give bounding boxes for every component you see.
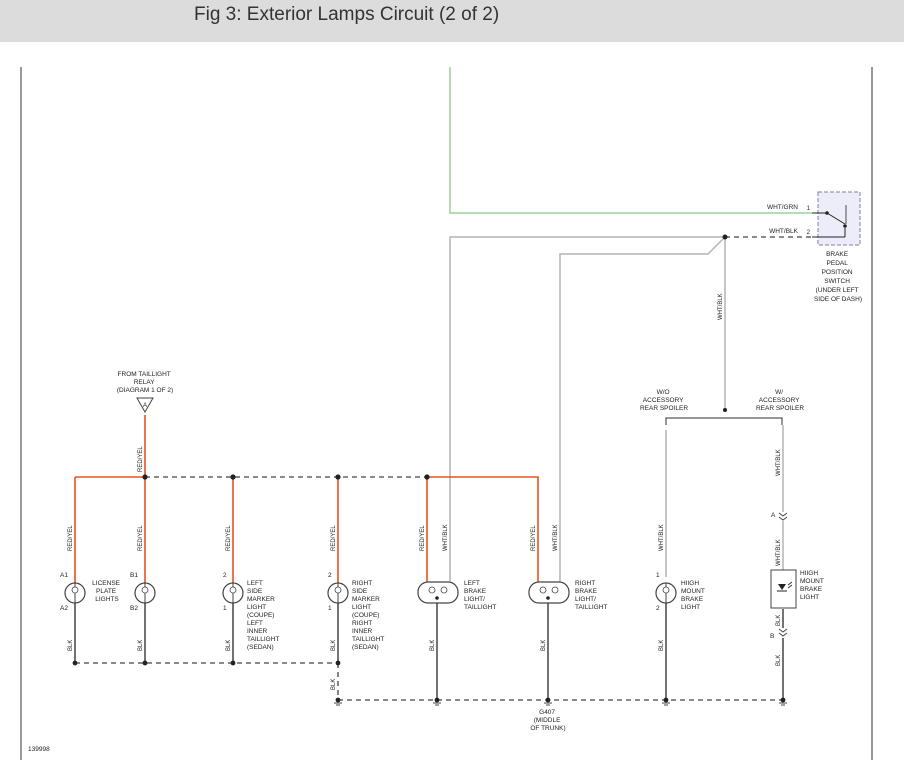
svg-text:BLK: BLK bbox=[430, 640, 436, 651]
wire-red-yel bbox=[74, 415, 539, 590]
right-marker-pin-bottom: 1 bbox=[328, 605, 332, 612]
wire-wht-grn bbox=[449, 67, 812, 214]
switch-wire2-label: WHT/BLK bbox=[769, 228, 799, 235]
dual-filament-bulb-icon bbox=[417, 581, 459, 604]
right-marker-pin-top: 2 bbox=[328, 572, 332, 579]
bulb-icon bbox=[134, 582, 156, 604]
right-side-marker-label: RIGHT SIDE MARKER LIGHT (COUPE) RIGHT IN… bbox=[352, 580, 386, 651]
svg-text:BLK: BLK bbox=[776, 615, 782, 626]
svg-text:RED/YEL: RED/YEL bbox=[68, 525, 74, 551]
high-mount-w-conn-bottom: B bbox=[770, 633, 774, 640]
right-brake-label: RIGHT BRAKE LIGHT/ TAILLIGHT bbox=[575, 580, 607, 611]
relay-connector-label: A bbox=[143, 403, 147, 409]
svg-text:BLK: BLK bbox=[331, 679, 337, 690]
wire-blk bbox=[74, 603, 784, 700]
high-mount-w-label: HIIGH MOUNT BRAKE LIGHT bbox=[800, 570, 826, 601]
wire-labels: RED/YEL RED/YEL RED/YEL RED/YEL RED/YEL … bbox=[68, 293, 782, 690]
license-b-pin-top: B1 bbox=[130, 572, 138, 579]
dual-filament-bulb-icon bbox=[528, 581, 570, 604]
bulb-icon bbox=[655, 582, 677, 604]
wire-wht-blk bbox=[449, 236, 784, 590]
switch-pin2: 2 bbox=[807, 230, 811, 236]
bulb-icon bbox=[222, 582, 244, 604]
svg-text:WHT/BLK: WHT/BLK bbox=[776, 539, 782, 566]
option-with-spoiler: W/ ACCESSORY REAR SPOILER bbox=[756, 389, 804, 412]
blk-splices bbox=[72, 660, 786, 703]
brake-pedal-switch: 1 2 bbox=[807, 191, 861, 246]
svg-text:WHT/BLK: WHT/BLK bbox=[659, 524, 665, 551]
svg-text:BLK: BLK bbox=[776, 655, 782, 666]
relay-label: FROM TAILLIGHT RELAY (DIAGRAM 1 OF 2) bbox=[117, 371, 173, 394]
figure-id: 139998 bbox=[28, 746, 50, 753]
left-marker-pin-top: 2 bbox=[223, 572, 227, 579]
svg-text:BLK: BLK bbox=[659, 640, 665, 651]
high-mount-w-conn-top: A bbox=[771, 512, 776, 519]
svg-text:BLK: BLK bbox=[68, 640, 74, 651]
switch-pin1: 1 bbox=[807, 206, 811, 212]
svg-text:WHT/BLK: WHT/BLK bbox=[776, 449, 782, 476]
license-pin-top: A1 bbox=[60, 572, 68, 579]
bulb-icon bbox=[64, 582, 86, 604]
license-label: LICENSE PLATE LIGHTS bbox=[92, 580, 122, 603]
splice-wht-blk bbox=[722, 234, 728, 240]
figure-title: Fig 3: Exterior Lamps Circuit (2 of 2) bbox=[194, 4, 500, 25]
svg-text:RED/YEL: RED/YEL bbox=[138, 525, 144, 551]
option-without-spoiler: W/O ACCESSORY REAR SPOILER bbox=[640, 389, 688, 412]
svg-text:WHT/BLK: WHT/BLK bbox=[443, 524, 449, 551]
diagram-frame bbox=[20, 67, 873, 760]
svg-text:BLK: BLK bbox=[331, 640, 337, 651]
figure-header: Fig 3: Exterior Lamps Circuit (2 of 2) bbox=[0, 0, 904, 42]
svg-text:RED/YEL: RED/YEL bbox=[420, 525, 426, 551]
led-lamp-icon bbox=[770, 569, 797, 609]
svg-text:BLK: BLK bbox=[138, 640, 144, 651]
switch-wire1-label: WHT/GRN bbox=[767, 204, 798, 211]
splice-option bbox=[723, 408, 727, 412]
svg-text:BLK: BLK bbox=[226, 640, 232, 651]
svg-text:RED/YEL: RED/YEL bbox=[138, 446, 144, 472]
option-bracket bbox=[665, 417, 783, 425]
left-marker-pin-bottom: 1 bbox=[223, 605, 227, 612]
ground-icon bbox=[334, 702, 787, 706]
svg-text:RED/YEL: RED/YEL bbox=[331, 525, 337, 551]
svg-text:RED/YEL: RED/YEL bbox=[226, 525, 232, 551]
bulb-icon bbox=[327, 582, 349, 604]
svg-text:RED/YEL: RED/YEL bbox=[531, 525, 537, 551]
relay-connector-icon: A bbox=[136, 397, 154, 414]
high-mount-wo-pin-top: 1 bbox=[656, 572, 660, 579]
high-mount-wo-label: HIIGH MOUNT BRAKE LIGHT bbox=[681, 580, 707, 611]
high-mount-wo-pin-bottom: 2 bbox=[656, 605, 660, 612]
svg-text:BLK: BLK bbox=[541, 640, 547, 651]
svg-text:WHT/BLK: WHT/BLK bbox=[553, 524, 559, 551]
left-side-marker-label: LEFT SIDE MARKER LIGHT (COUPE) LEFT INNE… bbox=[247, 580, 281, 651]
blk-dashed-buses bbox=[75, 662, 783, 701]
connector-icon bbox=[778, 512, 788, 637]
svg-text:WHT/BLK: WHT/BLK bbox=[718, 293, 724, 320]
ground-label: G407 (MIDDLE OF TRUNK) bbox=[530, 709, 565, 732]
switch-label: BRAKE PEDAL POSITION SWITCH (UNDER LEFT … bbox=[814, 251, 862, 303]
license-b-pin-bottom: B2 bbox=[130, 605, 138, 612]
left-brake-label: LEFT BRAKE LIGHT/ TAILLIGHT bbox=[464, 580, 496, 611]
license-pin-bottom: A2 bbox=[60, 605, 68, 612]
red-yel-splices bbox=[142, 474, 430, 480]
